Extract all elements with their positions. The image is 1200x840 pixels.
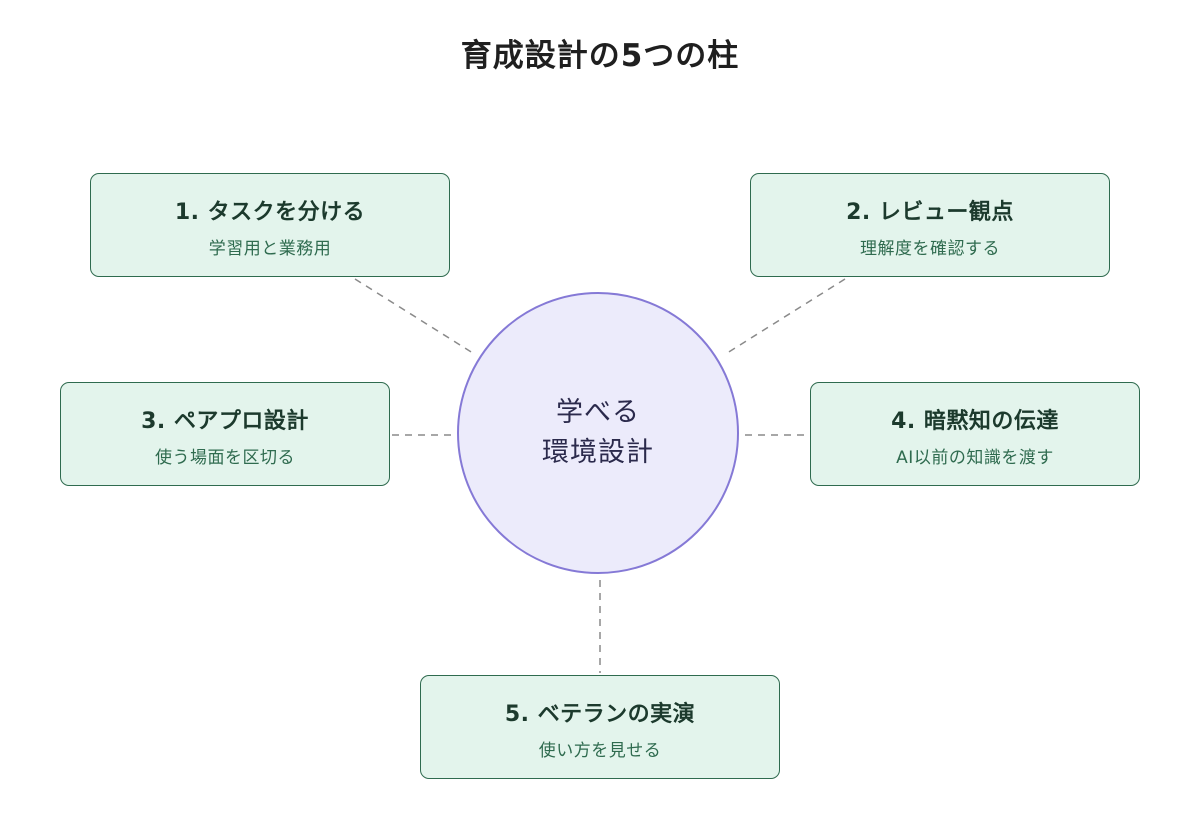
pillar-box-3: 3. ペアプロ設計 使う場面を区切る xyxy=(60,382,390,486)
hub-label-line-1: 学べる xyxy=(556,397,640,428)
pillar-subtitle: 学習用と業務用 xyxy=(208,239,332,259)
pillar-title: 4. 暗黙知の伝達 xyxy=(891,409,1059,434)
pillar-box-1: 1. タスクを分ける 学習用と業務用 xyxy=(90,173,450,277)
pillar-box-4: 4. 暗黙知の伝達 AI以前の知識を渡す xyxy=(810,382,1140,486)
connector-pillar-1 xyxy=(354,278,477,356)
pillar-subtitle: AI以前の知識を渡す xyxy=(896,448,1054,468)
pillar-box-2: 2. レビュー観点 理解度を確認する xyxy=(750,173,1110,277)
central-hub-circle: 学べる 環境設計 xyxy=(457,292,739,574)
pillar-box-5: 5. ベテランの実演 使い方を見せる xyxy=(420,675,780,779)
pillar-subtitle: 理解度を確認する xyxy=(860,239,1000,259)
pillar-title: 5. ベテランの実演 xyxy=(504,702,696,727)
pillar-subtitle: 使い方を見せる xyxy=(538,741,662,761)
hub-label-line-2: 環境設計 xyxy=(542,437,654,468)
pillar-title: 3. ペアプロ設計 xyxy=(141,409,309,434)
connector-pillar-2 xyxy=(723,278,846,356)
pillar-subtitle: 使う場面を区切る xyxy=(155,448,295,468)
diagram-title: 育成設計の5つの柱 xyxy=(460,38,740,74)
pillar-title: 2. レビュー観点 xyxy=(846,200,1014,225)
pillar-title: 1. タスクを分ける xyxy=(174,200,366,225)
